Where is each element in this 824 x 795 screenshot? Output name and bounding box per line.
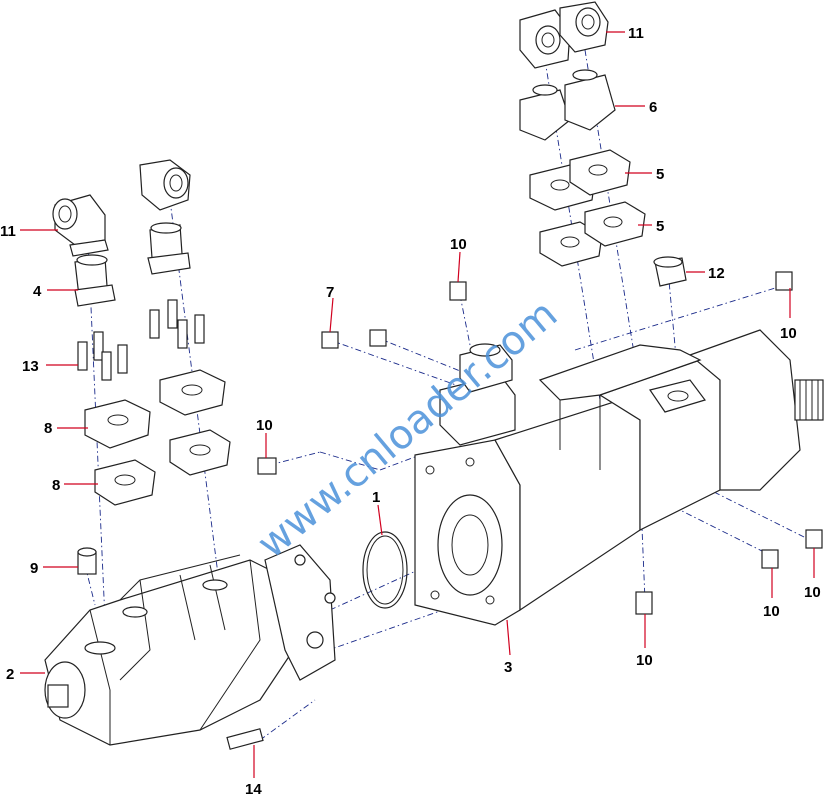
callout-8-lower: 8 — [52, 477, 60, 494]
callout-11-right: 11 — [628, 25, 644, 42]
callout-10-right-low: 10 — [763, 603, 780, 620]
o-ring — [362, 531, 408, 609]
left-fittings — [52, 159, 231, 575]
callout-10-right-top: 10 — [780, 325, 797, 342]
callout-5-lower: 5 — [656, 218, 664, 235]
callout-10-valve: 10 — [450, 236, 467, 253]
callout-3: 3 — [504, 659, 512, 676]
callout-12: 12 — [708, 265, 725, 282]
callout-10-far-right: 10 — [804, 584, 821, 601]
left-gear-pump — [44, 544, 336, 746]
callout-2: 2 — [6, 666, 14, 683]
callout-14: 14 — [245, 781, 262, 795]
callout-13: 13 — [22, 358, 39, 375]
main-pump-assembly — [414, 329, 824, 626]
right-fittings — [519, 1, 687, 287]
callout-9: 9 — [30, 560, 38, 577]
callout-7: 7 — [326, 284, 334, 301]
leader-lines — [20, 31, 815, 778]
callout-1: 1 — [372, 489, 380, 506]
callout-4: 4 — [33, 283, 42, 300]
callout-10-bottom: 10 — [636, 652, 653, 669]
callout-8-upper: 8 — [44, 420, 52, 437]
callout-11-left: 11 — [0, 223, 16, 240]
callout-6: 6 — [649, 99, 657, 116]
plugs — [226, 271, 823, 750]
callout-10-left: 10 — [256, 417, 273, 434]
callout-5-upper: 5 — [656, 166, 664, 183]
bolts-13 — [77, 299, 205, 381]
callout-labels: 1 2 3 4 5 5 6 7 8 8 9 10 10 10 10 10 10 … — [0, 25, 821, 795]
